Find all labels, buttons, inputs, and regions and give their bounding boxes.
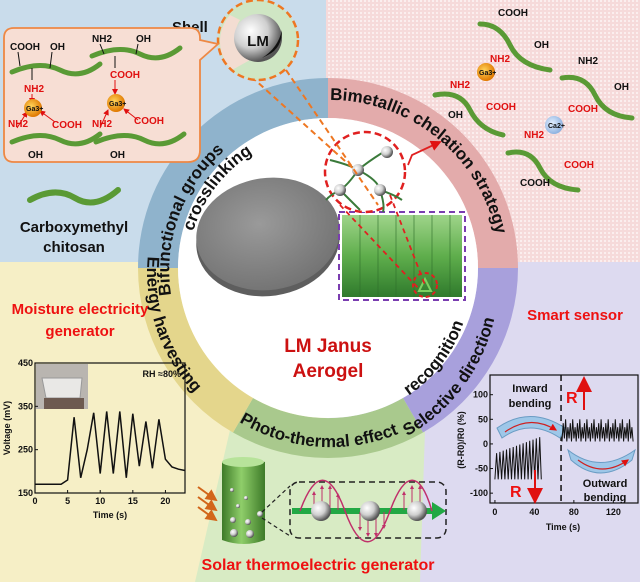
chart1-ytick-label: 450 (18, 358, 33, 368)
aerogel-disc (196, 177, 340, 297)
thermal-wave (299, 479, 433, 543)
chart2-ytick-label: -100 (470, 488, 488, 498)
r-up-label: R (566, 390, 578, 407)
ring-segment-bimetallic (328, 78, 518, 268)
r-down-label: R (510, 484, 522, 501)
chain4-nh2: NH2 (524, 130, 544, 141)
inward-series-line (494, 437, 542, 480)
outward-series-line (561, 419, 634, 442)
chart2-ytick-label: -50 (475, 464, 488, 474)
lm-shell-inset: LM (216, 0, 379, 206)
callout-right-nh2-bottom: NH2 (92, 119, 112, 130)
chart2-ytick-label: 100 (473, 390, 488, 400)
chart1-ylabel: Voltage (mV) (2, 401, 12, 455)
legend-line2: chitosan (43, 239, 105, 256)
chart2-ylabel: (R-R0)/R0 (%) (456, 411, 466, 469)
chain2-oh: OH (448, 110, 463, 121)
inward-line2: bending (509, 398, 552, 410)
callout-left-cooh-top: COOH (10, 42, 40, 53)
chain2-nh2: NH2 (450, 80, 470, 91)
ring-segment-photothermal (233, 398, 423, 458)
block-frame (338, 211, 466, 301)
ca-ion: Ca2+ (548, 123, 565, 130)
solar-teg-scheme (197, 457, 447, 544)
callout-left-cooh-bottom: COOH (52, 120, 82, 131)
callout-left-oh-bottom: OH (28, 150, 43, 161)
chart1-xtick-label: 0 (32, 496, 37, 506)
chart2-ytick-label: 50 (478, 414, 488, 424)
chitosan-chain-icon (27, 187, 121, 206)
ring-segment-selective (403, 268, 518, 433)
outward-line2: bending (584, 492, 627, 504)
porous-block (338, 211, 466, 301)
callout-left-nh2: NH2 (24, 84, 44, 95)
chelation-callout: COOH OH NH2 Ga3+ NH2 COOH OH NH2 OH COOH… (3, 27, 220, 163)
chart1-ytick-label: 350 (18, 401, 33, 411)
chart1-plot-area (34, 362, 186, 494)
network-zoom (323, 130, 442, 291)
chart2-plot-area (489, 374, 639, 504)
chain4-cooh-red: COOH (564, 160, 594, 171)
solar-title: Solar thermoelectric generator (202, 557, 435, 574)
chain3-cooh: COOH (568, 104, 598, 115)
chain3-oh: OH (614, 82, 629, 93)
chart1-xtick-label: 5 (65, 496, 70, 506)
callout-right-cooh: COOH (110, 70, 140, 81)
sunlight-arrows (197, 486, 218, 522)
callout-left-ion: Ga3+ (26, 106, 43, 113)
center-title-line2: Aerogel (293, 361, 364, 382)
ring-segment-bifunctional (138, 78, 328, 268)
sensor-chart: 0 40 80 120 -100 -50 0 50 100 Inward bending Out… (456, 374, 639, 532)
chain4-cooh: COOH (520, 178, 550, 189)
lm-label: LM (247, 33, 269, 50)
zoom-frame (289, 481, 447, 539)
chart2-xtick-label: 0 (492, 507, 497, 517)
chart1-xlabel: Time (s) (93, 510, 127, 520)
bimetallic-scheme: COOH OH NH2 Ga3+ NH2 OH COOH NH2 OH COOH… (432, 8, 635, 193)
chart1-xtick-label: 10 (95, 496, 105, 506)
chain3-nh2: NH2 (578, 56, 598, 67)
mask-icon (41, 377, 83, 399)
center-title-line1: LM Janus (284, 336, 372, 357)
ga-ion: Ga3+ (479, 70, 496, 77)
callout-left-nh2-bottom: NH2 (8, 119, 28, 130)
chain1-oh: OH (534, 40, 549, 51)
inward-line1: Inward (512, 383, 547, 395)
voltage-chart: 0 5 10 15 20 150 250 350 450 RH ≈80% Time (s) Vo… (2, 358, 186, 520)
chart1-xtick-label: 15 (128, 496, 138, 506)
chart2-ytick-label: 0 (483, 439, 488, 449)
callout-left-oh-top: OH (50, 42, 65, 53)
chart2-xtick-label: 40 (529, 507, 539, 517)
cylinder (222, 458, 265, 544)
voltage-series-line (35, 411, 186, 486)
central-ring (138, 78, 518, 458)
chain1-nh2: NH2 (490, 54, 510, 65)
moisture-title-line2: generator (45, 323, 114, 340)
chart1-ytick-label: 150 (18, 488, 33, 498)
chart1-annotation: RH ≈80% (143, 369, 181, 379)
chart2-xlabel: Time (s) (546, 522, 580, 532)
inward-bend-icon (496, 416, 566, 439)
callout-right-ion: Ga3+ (109, 101, 126, 108)
smart-sensor-title: Smart sensor (527, 307, 623, 324)
chain2-cooh: COOH (486, 102, 516, 113)
callout-right-oh-top: OH (136, 34, 151, 45)
chain1-cooh: COOH (498, 8, 528, 19)
callout-right-oh-bottom: OH (110, 150, 125, 161)
ring-segment-energy (138, 268, 253, 433)
chart2-xtick-label: 120 (606, 507, 621, 517)
chart1-xtick-label: 20 (160, 496, 170, 506)
chart1-ytick-label: 250 (18, 445, 33, 455)
chart2-xtick-label: 80 (569, 507, 579, 517)
callout-right-cooh-bottom: COOH (134, 116, 164, 127)
legend-line1: Carboxymethyl (20, 219, 128, 236)
outward-line1: Outward (583, 478, 628, 490)
moisture-title-line1: Moisture electricity (12, 301, 149, 318)
outward-bend-icon (567, 448, 636, 474)
callout-right-nh2-top: NH2 (92, 34, 112, 45)
